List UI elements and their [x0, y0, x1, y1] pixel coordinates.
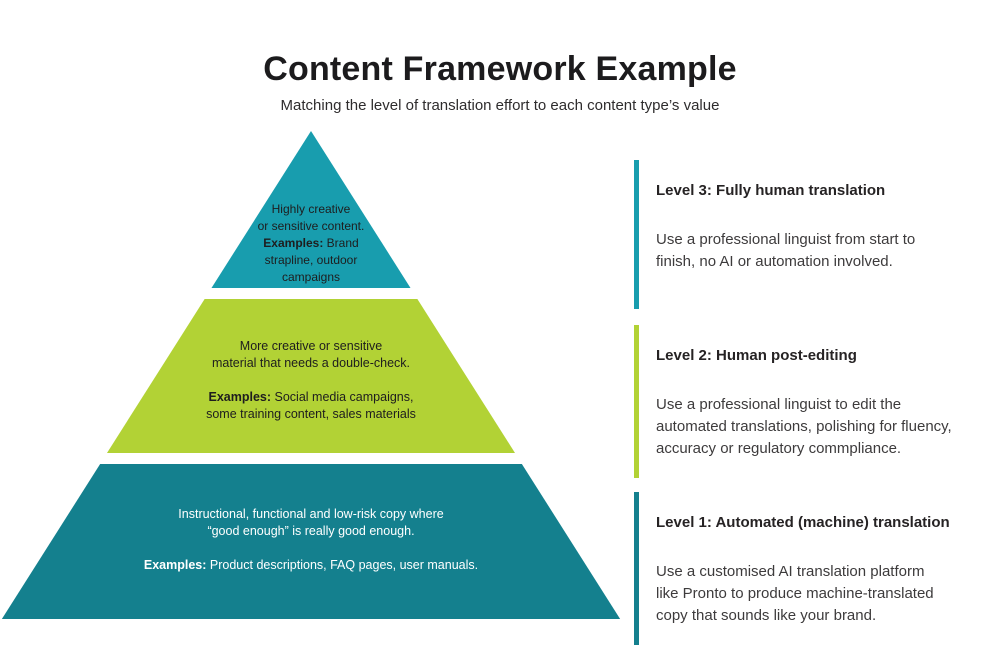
page-subtitle: Matching the level of translation effort… [280, 97, 720, 114]
legend-level2-heading: Level 2: Human post-editing [656, 347, 857, 364]
tier-level3-body: Highly creative or sensitive content. [257, 202, 365, 233]
legend-level2-body: Use a professional linguist to edit the … [656, 396, 952, 457]
legend-item-level2: Level 2: Human post-editing Use a profes… [634, 325, 994, 478]
tier-level1-body: Instructional, functional and low-risk c… [178, 507, 444, 538]
legend-level3-heading: Level 3: Fully human translation [656, 182, 886, 199]
header: Content Framework Example Matching the l… [0, 50, 1000, 114]
examples-text: Brand strapline, outdoor campaigns [264, 236, 359, 284]
pyramid-tier-level3: Highly creative or sensitive content. Ex… [211, 131, 411, 288]
legend-level3-body: Use a professional linguist from start t… [656, 231, 916, 270]
tier-level2-body: More creative or sensitive material that… [211, 339, 411, 370]
page-title: Content Framework Example [263, 50, 737, 88]
tier-level3-examples: Examples: Brand strapline, outdoor campa… [216, 235, 406, 286]
legend-level1-body: Use a customised AI translation platform… [656, 563, 934, 624]
legend-item-level3: Level 3: Fully human translation Use a p… [634, 160, 994, 309]
pyramid-diagram: Highly creative or sensitive content. Ex… [0, 131, 622, 619]
examples-label: Examples: [263, 236, 324, 250]
pyramid-tier-level1: Instructional, functional and low-risk c… [1, 464, 621, 619]
pyramid-tier-level2-text: More creative or sensitive material that… [141, 338, 481, 440]
examples-label: Examples: [208, 390, 272, 404]
pyramid-tier-level3-text: Highly creative or sensitive content. Ex… [216, 201, 406, 288]
pyramid-tier-level2: More creative or sensitive material that… [106, 299, 516, 453]
examples-label: Examples: [143, 558, 207, 572]
tier-level2-examples: Examples: Social media campaigns, some t… [141, 389, 481, 423]
pyramid-tier-level1-text: Instructional, functional and low-risk c… [76, 506, 546, 591]
legend-level1-heading: Level 1: Automated (machine) translation [656, 514, 950, 531]
legend-item-level1: Level 1: Automated (machine) translation… [634, 492, 994, 645]
examples-text: Product descriptions, FAQ pages, user ma… [209, 558, 479, 572]
tier-level1-examples: Examples: Product descriptions, FAQ page… [76, 557, 546, 574]
examples-text: Social media campaigns, some training co… [206, 390, 416, 421]
